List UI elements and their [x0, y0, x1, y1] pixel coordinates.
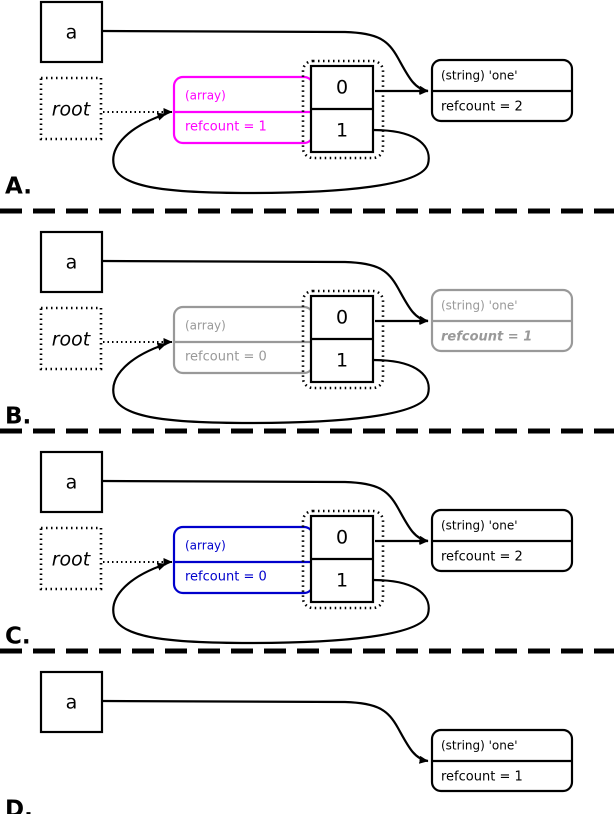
panel-b: a root (array) refcount = 0 0: [5, 230, 574, 430]
array-box: (array) refcount = 1: [172, 75, 315, 145]
string-refcount-label: refcount = 1: [441, 770, 523, 785]
cell-index-0: 0: [336, 527, 348, 549]
variable-box-a: a: [39, 450, 104, 514]
panel-a: a root (array) refcount = 1: [5, 0, 574, 200]
edge-a-to-string: [102, 259, 429, 324]
array-cells-container: [301, 509, 385, 610]
variable-label: a: [66, 252, 78, 274]
array-box: (array) refcount = 0: [172, 305, 315, 375]
array-refcount-label: refcount = 0: [185, 570, 267, 585]
root-label: root: [52, 99, 92, 121]
string-box: (string) 'one' refcount = 2: [430, 508, 574, 573]
edge-array-self-loop: [112, 112, 430, 195]
array-refcount-label: refcount = 0: [185, 350, 267, 365]
string-box: (string) 'one' refcount = 1: [430, 728, 574, 793]
panel-c: a root (array) refcount = 0 0: [5, 450, 574, 650]
string-type-label: (string) 'one': [441, 519, 518, 533]
root-label: root: [52, 549, 92, 571]
cell-index-1: 1: [336, 570, 348, 592]
panel-label: D.: [5, 797, 33, 814]
root-box: root: [39, 306, 103, 371]
variable-label: a: [66, 692, 78, 714]
edge-a-to-string: [102, 29, 429, 94]
string-type-label: (string) 'one': [441, 299, 518, 313]
string-type-label: (string) 'one': [441, 69, 518, 83]
string-box: (string) 'one' refcount = 2: [430, 58, 574, 123]
string-refcount-label: refcount = 2: [441, 550, 523, 565]
array-box: (array) refcount = 0: [172, 525, 315, 595]
variable-box-a: a: [39, 670, 104, 734]
cell-index-1: 1: [336, 120, 348, 142]
panel-label: C.: [5, 624, 31, 650]
array-cells-container: [301, 289, 385, 390]
string-refcount-label: refcount = 1: [441, 330, 532, 345]
array-cells: 0 1: [309, 64, 375, 154]
array-type-label: (array): [185, 319, 226, 333]
array-cells-container: [301, 59, 385, 160]
cell-index-0: 0: [336, 307, 348, 329]
string-refcount-label: refcount = 2: [441, 100, 523, 115]
edge-array-self-loop: [112, 562, 430, 645]
variable-box-a: a: [39, 230, 104, 294]
array-cells: 0 1: [309, 514, 375, 604]
string-type-label: (string) 'one': [441, 739, 518, 753]
root-label: root: [52, 329, 92, 351]
panel-d: a (string) 'one' refcount = 1 D.: [5, 670, 574, 814]
cell-index-0: 0: [336, 77, 348, 99]
edge-a-to-string: [102, 479, 429, 544]
edge-array-self-loop: [112, 342, 430, 425]
panel-label: A.: [5, 174, 32, 200]
array-cells: 0 1: [309, 294, 375, 384]
variable-box-a: a: [39, 0, 104, 64]
string-box: (string) 'one' refcount = 1: [430, 288, 574, 353]
array-refcount-label: refcount = 1: [185, 120, 267, 135]
root-box: root: [39, 76, 103, 141]
variable-label: a: [66, 22, 78, 44]
cell-index-1: 1: [336, 350, 348, 372]
root-box: root: [39, 526, 103, 591]
panel-label: B.: [5, 404, 31, 430]
edge-a-to-string: [102, 699, 429, 764]
array-type-label: (array): [185, 539, 226, 553]
variable-label: a: [66, 472, 78, 494]
array-type-label: (array): [185, 89, 226, 103]
